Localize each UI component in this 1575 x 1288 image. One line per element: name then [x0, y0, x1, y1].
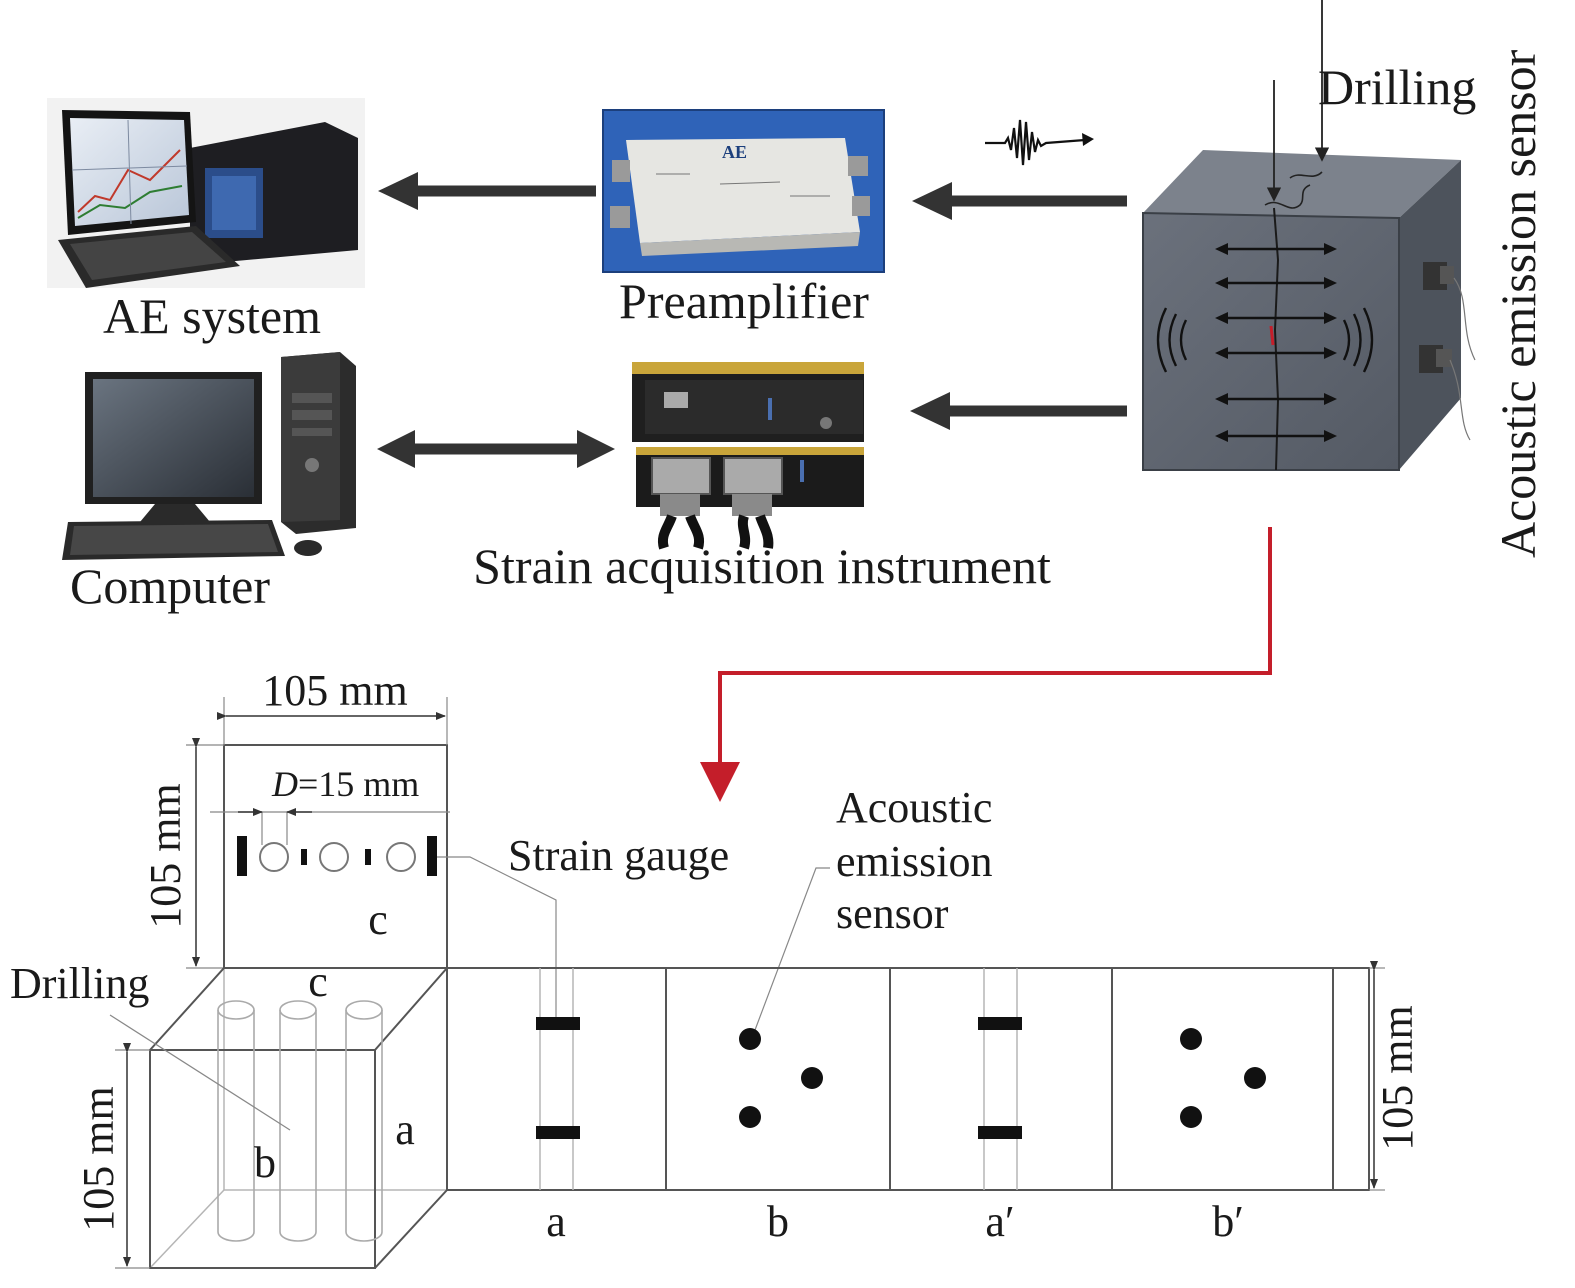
face-b-cube-label: b	[254, 1138, 276, 1187]
arrow-computer-strain-bidirectional	[377, 430, 615, 468]
ae-sensor-b-prime-3	[1180, 1106, 1202, 1128]
preamplifier-device-icon: AE	[602, 109, 885, 273]
strain-acquisition-label: Strain acquisition instrument	[473, 538, 1051, 594]
strip-label-b-prime: b′	[1212, 1197, 1244, 1246]
acoustic-emission-sensor-vertical-label: Acoustic emission sensor	[1490, 49, 1546, 558]
strip-label-a-prime: a′	[985, 1197, 1014, 1246]
strain-gauge-a-prime-bottom	[978, 1126, 1022, 1139]
specimen-cube-icon	[1142, 0, 1476, 471]
face-c-top-label: c	[368, 895, 388, 944]
ae-sensor-label-1: Acoustic	[836, 783, 992, 832]
dim-left-label: 105 mm	[141, 783, 190, 928]
ae-system-label: AE system	[103, 288, 321, 344]
strain-gauge-a-top	[536, 1017, 580, 1030]
top-view-face	[186, 697, 450, 969]
unfolded-faces-strip	[446, 961, 1385, 1191]
strain-gauge-a-prime-top	[978, 1017, 1022, 1030]
strip-label-b: b	[767, 1197, 789, 1246]
preamplifier-label: Preamplifier	[619, 273, 869, 329]
ae-sensor-b-3	[739, 1106, 761, 1128]
link-arrow	[700, 527, 1272, 802]
computer-label: Computer	[70, 558, 270, 614]
ae-sensor-b-2	[801, 1067, 823, 1089]
ae-sensor-label-3: sensor	[836, 889, 949, 938]
drilling-top-label: Drilling	[1318, 59, 1476, 115]
ae-sensor-b-1	[739, 1028, 761, 1050]
diameter-label: D=15 mm	[271, 764, 419, 804]
dim-top-label: 105 mm	[262, 666, 407, 715]
strain-gauge-a-bottom	[536, 1126, 580, 1139]
svg-text:AE: AE	[722, 142, 747, 162]
diameter-var: D	[271, 764, 298, 804]
diameter-value: =15 mm	[298, 764, 419, 804]
drilling-bottom-label: Drilling	[10, 959, 149, 1008]
strain-gauge-label: Strain gauge	[508, 831, 729, 880]
ae-sensor-b-prime-1	[1180, 1028, 1202, 1050]
desktop-computer-icon	[62, 352, 356, 560]
strain-gauge-leader	[437, 856, 557, 1022]
waveform-icon	[985, 119, 1094, 166]
arrow-specimen-to-preamp	[912, 182, 1127, 220]
dim-front-label: 105 mm	[74, 1086, 123, 1231]
arrow-specimen-to-strain	[910, 392, 1127, 430]
face-a-cube-label: a	[395, 1105, 415, 1154]
ae-sensor-b-prime-2	[1244, 1067, 1266, 1089]
arrow-preamp-to-ae	[378, 172, 596, 210]
ae-sensor-label-2: emission	[836, 837, 992, 886]
laptop-ae-system-icon: .	[47, 98, 365, 288]
strip-label-a: a	[546, 1197, 566, 1246]
strain-acquisition-device-icon	[632, 362, 864, 550]
dim-right-label: 105 mm	[1373, 1005, 1422, 1150]
face-c-cube-label: c	[308, 957, 328, 1006]
ae-sensor-leader	[751, 867, 830, 1039]
